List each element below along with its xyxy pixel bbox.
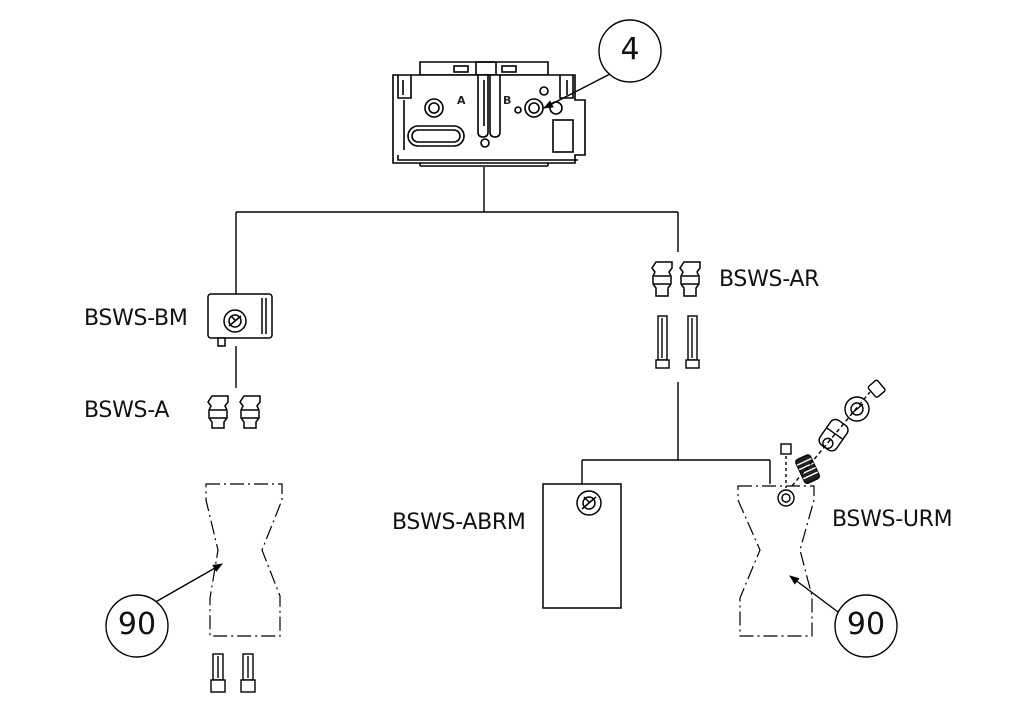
urm-exploded-assembly <box>777 379 886 507</box>
port-letter-b: B <box>503 94 511 107</box>
bsws-ar-couplings <box>651 261 701 297</box>
callout-circle-4 <box>598 19 662 83</box>
left-pad-outline <box>205 483 283 637</box>
label-bsws-ar: BSWS-AR <box>719 267 820 292</box>
callout-number-90-left: 90 <box>117 607 157 642</box>
bsws-abrm-plate <box>542 483 622 609</box>
tree-lines <box>235 167 771 484</box>
callout-circle-90-left <box>105 594 169 658</box>
left-bolts <box>210 653 256 693</box>
callout-number-90-right: 90 <box>846 607 886 642</box>
right-pad-leader <box>789 575 839 613</box>
label-bsws-urm: BSWS-URM <box>832 507 953 532</box>
label-bsws-a: BSWS-A <box>84 398 170 423</box>
label-bsws-abrm: BSWS-ABRM <box>392 510 526 535</box>
port-letter-a: A <box>457 94 466 107</box>
right-pad-outline <box>737 485 815 637</box>
left-pad-leader <box>151 563 223 605</box>
bsws-a-couplings <box>207 395 261 429</box>
callout-number-4: 4 <box>620 32 640 67</box>
label-bsws-bm: BSWS-BM <box>84 306 188 331</box>
callout-4-leader <box>543 73 611 109</box>
callout-circle-90-right <box>834 594 898 658</box>
main-block-4 <box>392 61 586 167</box>
bsws-ar-bolts <box>655 315 700 369</box>
bsws-bm-part <box>207 293 273 347</box>
